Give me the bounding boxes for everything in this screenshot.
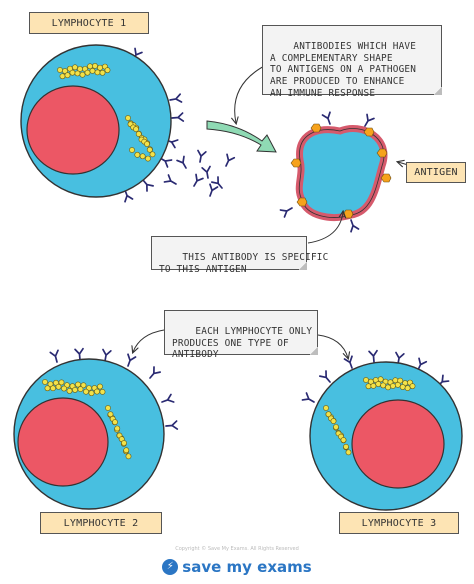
label-lymphocyte-3: LYMPHOCYTE 3 — [339, 512, 459, 534]
antigen-marker — [290, 158, 302, 168]
antibody — [319, 370, 331, 383]
folded-corner — [434, 87, 442, 95]
antibody — [171, 112, 185, 122]
ribosomes — [42, 379, 106, 397]
antigen-marker — [363, 127, 375, 137]
antibody — [350, 219, 360, 233]
antibody — [142, 179, 154, 192]
antibody — [149, 366, 161, 379]
antibody — [321, 111, 331, 125]
antibody — [209, 183, 219, 197]
pointer-arrow-to-lymphocyte-3 — [317, 334, 348, 358]
lymphocyte-3-cell — [301, 349, 463, 511]
pointer-arrow-to-pathogen — [235, 63, 269, 123]
ribosomes — [363, 376, 416, 392]
antibody — [127, 353, 137, 367]
brand-logo: ⚡ save my exams — [0, 558, 474, 576]
label-lymphocyte-1: LYMPHOCYTE 1 — [29, 12, 149, 34]
pathogen — [295, 125, 388, 221]
nucleus — [17, 397, 109, 487]
antibody — [161, 393, 175, 403]
lymphocyte-2-cell — [13, 347, 179, 510]
folded-corner — [310, 347, 318, 355]
antibody — [169, 93, 183, 103]
antibody — [201, 165, 211, 179]
ribosomes — [105, 405, 132, 460]
ribosomes — [57, 63, 111, 80]
antibody — [279, 207, 293, 218]
antigens — [279, 111, 392, 233]
antibody — [211, 176, 223, 189]
antibody — [176, 155, 187, 169]
free-antibodies — [163, 149, 236, 197]
antibody — [301, 392, 315, 403]
antigen-marker — [310, 123, 322, 133]
label-lymphocyte-2: LYMPHOCYTE 2 — [40, 512, 162, 534]
note-one-type: EACH LYMPHOCYTE ONLY PRODUCES ONE TYPE O… — [164, 310, 318, 360]
nucleus — [351, 399, 445, 489]
antibody — [49, 349, 59, 363]
antigen-marker — [376, 148, 388, 158]
ribosomes — [323, 405, 352, 456]
pointer-arrow-to-lymphocyte-2 — [133, 329, 165, 352]
antibody — [197, 149, 207, 163]
nucleus — [26, 85, 120, 175]
ribosomes — [125, 115, 156, 162]
note-one-type-text: EACH LYMPHOCYTE ONLY PRODUCES ONE TYPE O… — [172, 325, 313, 361]
note-antibody-specific: THIS ANTIBODY IS SPECIFIC TO THIS ANTIGE… — [151, 236, 328, 275]
antibody — [165, 420, 179, 430]
production-arrow — [206, 120, 277, 153]
brand-name: save my exams — [182, 558, 312, 576]
antibody — [364, 113, 375, 127]
note-specific-text: THIS ANTIBODY IS SPECIFIC TO THIS ANTIGE… — [159, 251, 329, 275]
lightning-bolt-icon: ⚡ — [162, 559, 179, 575]
label-antigen: ANTIGEN — [406, 162, 466, 183]
antibody — [102, 348, 112, 362]
lymphocyte-1-cell — [20, 44, 185, 203]
copyright-text: Copyright © Save My Exams. All Rights Re… — [175, 546, 299, 552]
antigen-marker — [380, 173, 392, 183]
antibody — [163, 174, 177, 185]
antibody — [225, 153, 236, 167]
antibody — [193, 173, 204, 187]
antibody — [343, 355, 353, 369]
note-complementary-antibodies: ANTIBODIES WHICH HAVE A COMPLEMENTARY SH… — [262, 25, 442, 99]
antigen-marker — [296, 197, 308, 207]
folded-corner — [299, 262, 307, 270]
antibody — [368, 349, 378, 363]
pointer-arrow-to-antibody — [307, 212, 343, 244]
note-complementary-text: ANTIBODIES WHICH HAVE A COMPLEMENTARY SH… — [270, 40, 417, 99]
